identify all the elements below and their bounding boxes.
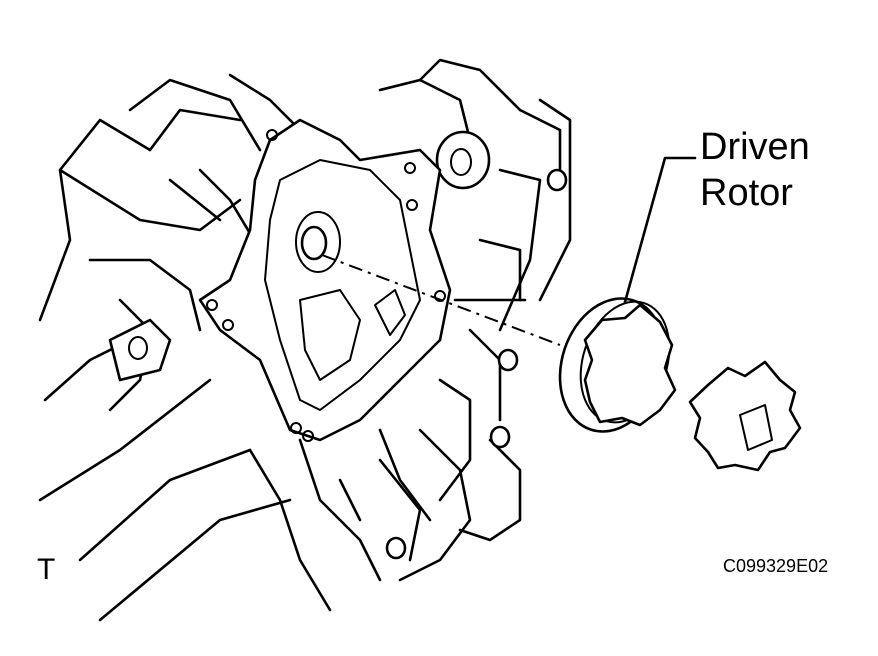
oil-pump-housing: [198, 118, 452, 442]
callout-leader: [623, 156, 697, 304]
center-line: [321, 254, 561, 346]
driven-rotor-label-line1: Driven: [700, 126, 810, 168]
driven-rotor-label-line2: Rotor: [700, 172, 793, 214]
view-code: T: [37, 553, 56, 586]
figure-id: C099329E02: [723, 556, 829, 576]
drive-rotor: [688, 360, 802, 472]
driven-rotor: [558, 297, 677, 433]
engine-block-drawing: [38, 58, 572, 622]
driven-rotor-label: Driven Rotor: [700, 124, 810, 216]
